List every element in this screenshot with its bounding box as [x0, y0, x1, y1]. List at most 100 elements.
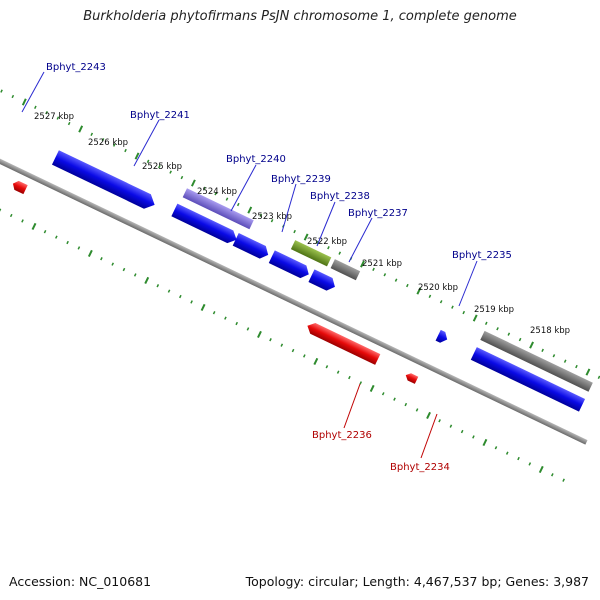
- inner-ruler-major-tick: [144, 276, 150, 285]
- outer-ruler-minor-tick: [462, 310, 466, 315]
- inner-ruler-minor-tick: [528, 462, 532, 466]
- inner-ruler-minor-tick: [111, 262, 115, 266]
- outer-ruler-minor-tick: [169, 170, 172, 174]
- outer-ruler-minor-tick: [406, 283, 409, 288]
- cds-small-forward[interactable]: [435, 329, 450, 345]
- outer-ruler-minor-tick: [56, 116, 60, 120]
- inner-ruler-minor-tick: [212, 311, 216, 315]
- kbp-label: 2522 kbp: [307, 237, 347, 247]
- cds-bphyt-2241[interactable]: [51, 150, 158, 212]
- cds-bphyt-2238-cds[interactable]: [268, 250, 312, 280]
- gene-label-bphyt-2235[interactable]: Bphyt_2235: [452, 250, 512, 261]
- inner-ruler-major-tick: [257, 330, 262, 339]
- cds-small-reverse-left[interactable]: [11, 179, 28, 195]
- gene-label-bphyt-2240[interactable]: Bphyt_2240: [226, 154, 286, 165]
- gene-label-bphyt-2236[interactable]: Bphyt_2236: [312, 430, 372, 441]
- inner-ruler-major-tick: [426, 411, 431, 420]
- inner-ruler-minor-tick: [303, 354, 306, 358]
- inner-ruler-minor-tick: [77, 246, 81, 250]
- inner-ruler-minor-tick: [415, 408, 419, 412]
- feature-bphyt-2238[interactable]: [290, 240, 332, 267]
- inner-ruler-minor-tick: [66, 240, 69, 245]
- gene-label-bphyt-2243[interactable]: Bphyt_2243: [46, 62, 106, 73]
- outer-ruler-minor-tick: [541, 348, 544, 353]
- gene-label-bphyt-2237[interactable]: Bphyt_2237: [348, 208, 408, 219]
- outer-ruler-minor-tick: [552, 354, 556, 358]
- inner-ruler-minor-tick: [381, 392, 385, 396]
- kbp-label: 2523 kbp: [252, 212, 292, 222]
- outer-ruler-minor-tick: [0, 89, 3, 93]
- outer-ruler-minor-tick: [259, 213, 263, 218]
- inner-ruler-minor-tick: [246, 327, 250, 331]
- outer-ruler-minor-tick: [451, 305, 454, 309]
- kbp-label: 2524 kbp: [197, 187, 237, 197]
- kbp-label: 2519 kbp: [474, 305, 514, 315]
- gene-label-bphyt-2239[interactable]: Bphyt_2239: [271, 174, 331, 185]
- inner-ruler-minor-tick: [404, 402, 408, 407]
- outer-ruler-minor-tick: [518, 337, 522, 342]
- cds-bphyt-2234[interactable]: [404, 372, 419, 384]
- inner-ruler-minor-tick: [0, 208, 2, 212]
- cds-bphyt-2239[interactable]: [232, 233, 272, 261]
- outer-ruler-major-tick: [190, 179, 196, 187]
- outer-ruler-major-tick: [21, 98, 27, 106]
- outer-ruler-major-tick: [78, 125, 84, 133]
- gene-label-bphyt-2238[interactable]: Bphyt_2238: [310, 191, 370, 202]
- inner-ruler-minor-tick: [190, 300, 193, 304]
- outer-ruler-minor-tick: [507, 332, 511, 336]
- kbp-ruler-inner: [0, 208, 565, 482]
- outer-ruler-minor-tick: [563, 359, 567, 363]
- outer-ruler-minor-tick: [338, 251, 342, 255]
- inner-ruler-minor-tick: [133, 273, 137, 277]
- cds-bphyt-2237-cds[interactable]: [308, 269, 337, 293]
- outer-ruler-minor-tick: [315, 240, 319, 245]
- inner-ruler-major-tick: [482, 438, 488, 447]
- inner-ruler-major-tick: [313, 357, 319, 366]
- kbp-ruler-outer: [0, 89, 600, 380]
- chromosome-backbone: [0, 111, 588, 445]
- inner-ruler-minor-tick: [472, 435, 475, 439]
- cds-bphyt-2240-cds[interactable]: [171, 203, 239, 246]
- inner-ruler-minor-tick: [494, 446, 498, 450]
- outer-ruler-major-tick: [529, 341, 535, 349]
- cds-bphyt-2236[interactable]: [305, 320, 381, 365]
- feature-bphyt-2237[interactable]: [330, 259, 361, 281]
- kbp-label: 2527 kbp: [34, 112, 74, 122]
- outer-ruler-major-tick: [134, 152, 140, 160]
- inner-ruler-major-tick: [200, 303, 206, 312]
- feature-bphyt-2235[interactable]: [480, 330, 593, 392]
- inner-ruler-minor-tick: [122, 267, 126, 272]
- reverse-callouts: [343, 383, 438, 459]
- outer-ruler-minor-tick: [45, 111, 48, 115]
- gene-label-bphyt-2234[interactable]: Bphyt_2234: [390, 462, 450, 473]
- outer-ruler-minor-tick: [180, 175, 184, 180]
- outer-ruler-major-tick: [303, 233, 309, 241]
- inner-ruler-minor-tick: [325, 365, 329, 369]
- inner-ruler-minor-tick: [460, 429, 464, 434]
- inner-ruler-minor-tick: [224, 316, 227, 320]
- outer-ruler-minor-tick: [575, 364, 578, 369]
- outer-ruler-minor-tick: [225, 197, 229, 201]
- kbp-label: 2521 kbp: [362, 259, 402, 269]
- outer-ruler-minor-tick: [327, 246, 330, 250]
- inner-ruler-major-tick: [31, 222, 37, 231]
- outer-ruler-minor-tick: [383, 273, 387, 277]
- outer-ruler-minor-tick: [11, 94, 15, 99]
- inner-ruler-major-tick: [538, 465, 544, 474]
- inner-ruler-minor-tick: [348, 375, 351, 380]
- gene-label-bphyt-2241[interactable]: Bphyt_2241: [130, 110, 190, 121]
- inner-ruler-minor-tick: [100, 257, 103, 261]
- inner-ruler-minor-tick: [505, 451, 509, 455]
- feature-bphyt-2240[interactable]: [182, 188, 254, 230]
- kbp-label: 2518 kbp: [530, 326, 570, 336]
- outer-ruler-minor-tick: [67, 121, 71, 126]
- outer-ruler-major-tick: [416, 287, 422, 295]
- forward-callouts: [21, 71, 478, 307]
- outer-ruler-minor-tick: [90, 132, 94, 136]
- inner-ruler-minor-tick: [336, 370, 340, 374]
- outer-ruler-minor-tick: [124, 148, 127, 153]
- inner-ruler-major-tick: [87, 249, 93, 258]
- inner-ruler-minor-tick: [551, 473, 554, 477]
- outer-ruler-minor-tick: [270, 219, 274, 223]
- cds-bphyt-2235[interactable]: [470, 347, 586, 412]
